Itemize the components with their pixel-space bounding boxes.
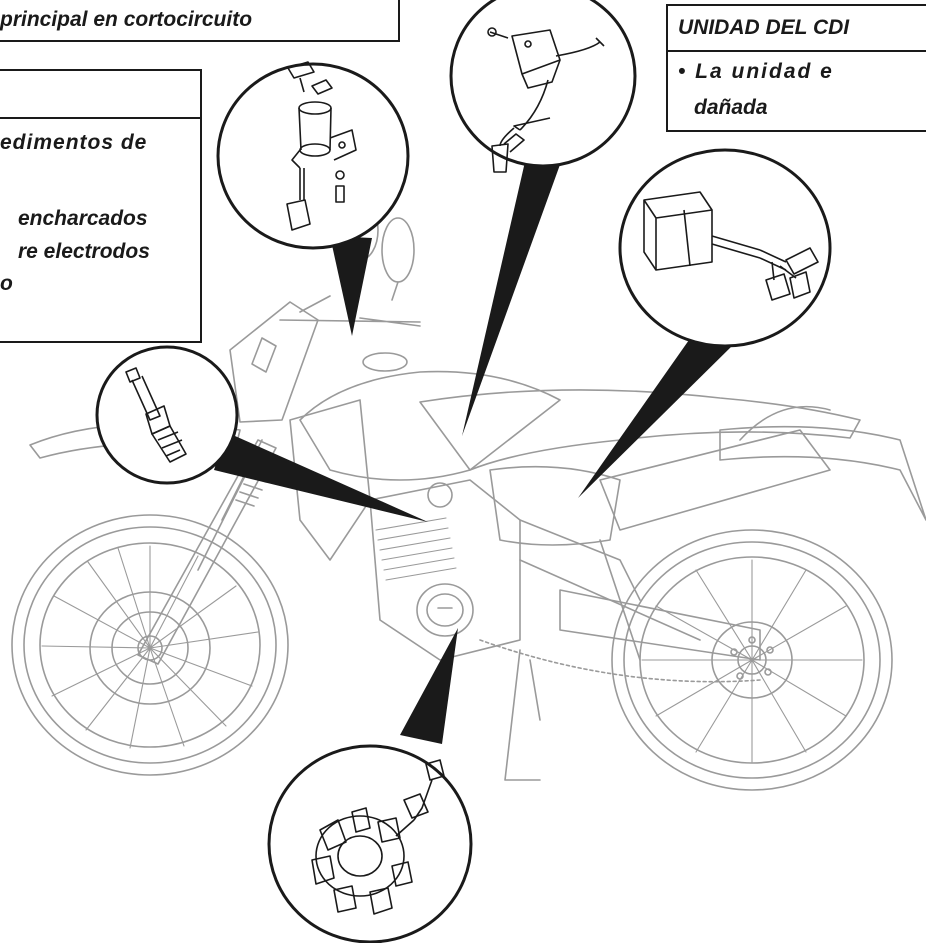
- front-wheel: [12, 515, 288, 775]
- pointer-stator: [400, 628, 458, 744]
- stator-callout-circle: [269, 746, 471, 942]
- pointer-cdi: [578, 330, 734, 498]
- pointer-sparkplug: [214, 432, 428, 522]
- pickup-callout-circle: [451, 0, 635, 166]
- rear-wheel: [612, 530, 892, 790]
